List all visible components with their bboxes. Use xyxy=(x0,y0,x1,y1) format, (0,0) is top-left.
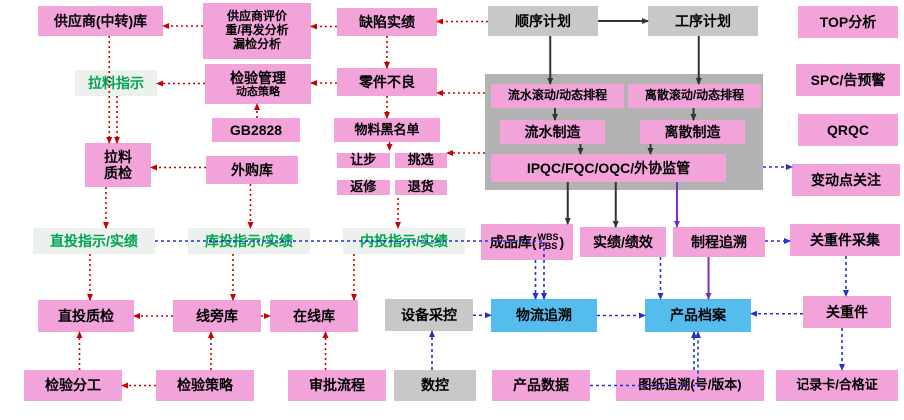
node-flow-manufacturing: 流水制造 xyxy=(500,120,605,144)
node-performance: 实绩/绩效 xyxy=(580,227,666,257)
node-top-analysis: TOP分析 xyxy=(798,6,898,38)
cell-picking: 挑选 xyxy=(394,152,447,169)
node-key-part-collection: 关重件采集 xyxy=(790,224,900,256)
node-spc-alert: SPC/告预警 xyxy=(796,64,900,96)
node-inspection-division: 检验分工 xyxy=(24,370,122,401)
node-pull-instruction: 拉料指示 xyxy=(75,70,157,96)
supplier-eval-line3: 漏检分析 xyxy=(232,36,281,51)
node-device-control: 设备采控 xyxy=(385,299,473,331)
node-disposition-grid: 让步 挑选 返修 退货 xyxy=(337,150,447,198)
node-online-store: 在线库 xyxy=(270,300,358,332)
node-product-data: 产品数据 xyxy=(492,370,590,401)
cell-return: 退货 xyxy=(394,179,447,195)
node-approval-flow: 审批流程 xyxy=(288,370,386,401)
node-store-instruction: 库投指示/实绩 xyxy=(188,228,310,254)
node-gb2828: GB2828 xyxy=(212,118,300,142)
node-process-trace: 制程追溯 xyxy=(673,227,765,257)
node-process-plan: 工序计划 xyxy=(648,6,758,36)
inspection-mgmt-sub: 动态策略 xyxy=(236,85,280,98)
supplier-eval-line2: 重/再发分析 xyxy=(225,23,289,38)
pull-qc-line1: 拉料 xyxy=(104,148,132,165)
node-flow-schedule: 流水滚动/动态排程 xyxy=(491,84,624,108)
node-cnc: 数控 xyxy=(394,370,476,401)
finished-store-wbs: WBS xyxy=(537,231,559,242)
node-defect-record: 缺陷实绩 xyxy=(337,8,437,36)
inspection-mgmt-label: 检验管理 xyxy=(230,69,286,86)
node-supplier-hub: 供应商(中转)库 xyxy=(38,6,163,36)
node-part-defect: 零件不良 xyxy=(337,68,437,96)
node-product-archive: 产品档案 xyxy=(645,299,751,332)
node-inspection-strategy: 检验策略 xyxy=(156,370,254,401)
finished-store-paren-open: ( xyxy=(531,233,537,250)
pull-qc-line2: 质检 xyxy=(104,165,132,181)
finished-store-paren-close: ) xyxy=(559,233,565,250)
node-discrete-manufacturing: 离散制造 xyxy=(640,120,745,144)
node-internal-instruction: 内投指示/实绩 xyxy=(343,228,465,254)
cell-rework: 返修 xyxy=(337,179,390,195)
node-logistics-trace: 物流追溯 xyxy=(491,299,597,332)
node-discrete-schedule: 离散滚动/动态排程 xyxy=(628,84,761,108)
node-ipqc-supervision: IPQC/FQC/OQC/外协监管 xyxy=(491,154,726,182)
node-sequence-plan: 顺序计划 xyxy=(488,6,598,36)
node-change-point-watch: 变动点关注 xyxy=(792,164,900,196)
node-inspection-management: 检验管理 动态策略 xyxy=(205,64,311,104)
node-line-side-store: 线旁库 xyxy=(173,300,261,332)
supplier-eval-line1: 供应商评价 xyxy=(226,9,287,24)
node-outsource-store: 外购库 xyxy=(206,156,298,184)
cell-concession: 让步 xyxy=(337,152,390,169)
node-material-blacklist: 物料黑名单 xyxy=(334,118,440,142)
node-qrqc: QRQC xyxy=(798,114,898,146)
node-key-part: 关重件 xyxy=(803,296,891,328)
finished-store-label: 成品库 xyxy=(489,233,532,250)
node-direct-quality-check: 直投质检 xyxy=(38,300,134,332)
node-record-card: 记录卡/合格证 xyxy=(776,370,898,401)
finished-store-pbs: PBS xyxy=(538,241,558,251)
node-direct-instruction: 直投指示/实绩 xyxy=(33,228,155,254)
node-supplier-eval: 供应商评价 重/再发分析 漏检分析 xyxy=(203,3,311,59)
node-drawing-trace: 图纸追溯(号/版本) xyxy=(616,370,764,401)
node-pull-quality-check: 拉料 质检 xyxy=(85,143,151,187)
